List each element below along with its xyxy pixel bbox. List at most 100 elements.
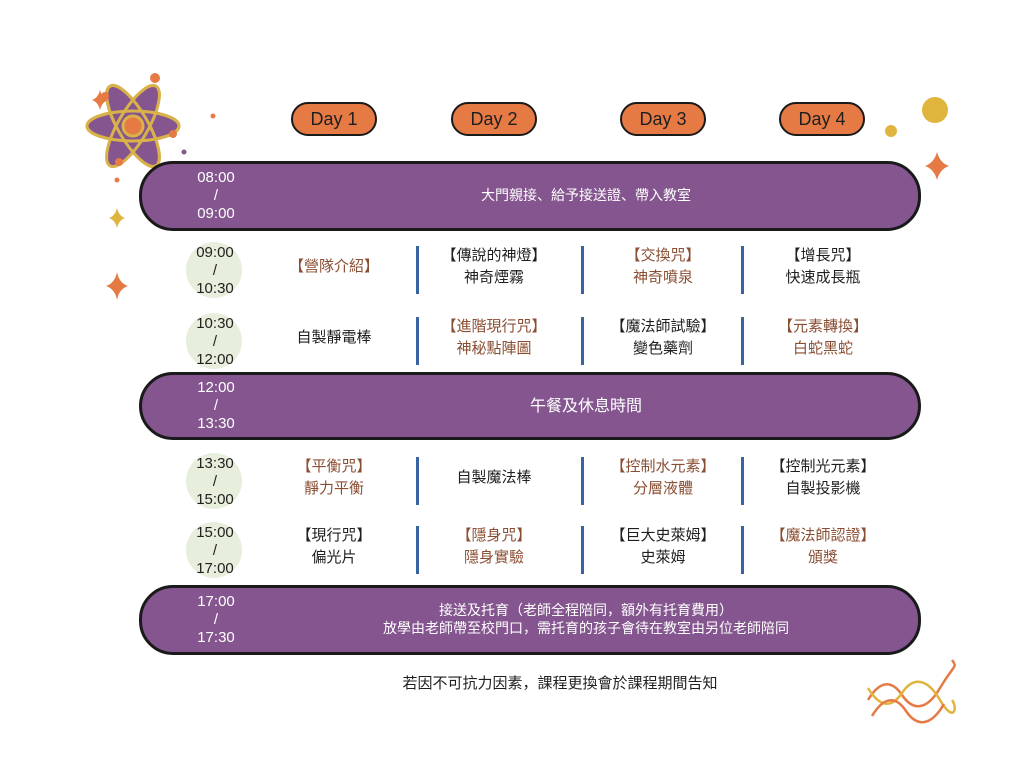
sparkle-icon: [109, 208, 125, 228]
session-row: 09:00 / 10:30 【營隊介紹】 【傳說的神燈】神奇煙霧 【交換咒】神奇…: [0, 238, 1024, 300]
band-time: 12:00 / 13:30: [197, 379, 235, 432]
day-label: Day 1: [310, 108, 358, 129]
activity-day2: 【進階現行咒】神秘點陣圖: [419, 315, 569, 359]
lunch-band: 12:00 / 13:30 午餐及休息時間: [139, 372, 921, 440]
activity-day1: 【營隊介紹】: [259, 255, 409, 277]
activity-text: 快速成長瓶: [785, 268, 861, 286]
activity-text: 【魔法師認證】: [770, 526, 876, 544]
activity-text: 偏光片: [311, 548, 357, 566]
column-divider: [416, 317, 419, 365]
activity-day3: 【巨大史萊姆】史萊姆: [588, 524, 738, 568]
sparkle-icon: [92, 90, 108, 110]
activity-day2: 【隱身咒】隱身實驗: [419, 524, 569, 568]
time-circle: [186, 242, 242, 298]
time-circle: [186, 453, 242, 509]
column-divider: [416, 246, 419, 294]
dot-icon: [181, 149, 187, 155]
atom-icon: [85, 83, 181, 169]
session-time: 13:30 / 15:00: [196, 455, 234, 508]
activity-text: 頒獎: [807, 548, 838, 566]
dismissal-band: 17:00 / 17:30 接送及托育（老師全程陪同，額外有托育費用） 放學由老…: [139, 585, 921, 655]
band-time: 17:00 / 17:30: [197, 593, 235, 646]
day-header-1: Day 1: [291, 102, 377, 136]
activity-text: 【控制光元素】: [770, 457, 876, 475]
band-text: 接送及托育（老師全程陪同，額外有托育費用） 放學由老師帶至校門口，需托育的孩子會…: [383, 603, 789, 637]
band-time: 08:00 / 09:00: [197, 169, 235, 222]
session-row: 10:30 / 12:00 自製靜電棒 【進階現行咒】神秘點陣圖 【魔法師試驗】…: [0, 309, 1024, 371]
session-time: 10:30 / 12:00: [196, 315, 234, 368]
activity-day1: 【現行咒】偏光片: [259, 524, 409, 568]
day-header-4: Day 4: [779, 102, 865, 136]
column-divider: [416, 457, 419, 505]
activity-text: 神秘點陣圖: [456, 339, 532, 357]
day-header-2: Day 2: [451, 102, 537, 136]
dot-icon: [114, 177, 120, 183]
day-label: Day 2: [470, 108, 518, 129]
day-label: Day 3: [639, 108, 687, 129]
column-divider: [741, 526, 744, 574]
activity-day2: 【傳說的神燈】神奇煙霧: [419, 244, 569, 288]
activity-day1: 【平衡咒】靜力平衡: [259, 455, 409, 499]
column-divider: [741, 317, 744, 365]
activity-text: 【平衡咒】: [296, 457, 372, 475]
day-header-3: Day 3: [620, 102, 706, 136]
column-divider: [581, 457, 584, 505]
activity-text: 【進階現行咒】: [441, 317, 547, 335]
activity-text: 自製投影機: [785, 479, 861, 497]
activity-text: 【現行咒】: [296, 526, 372, 544]
time-circle: [186, 522, 242, 578]
activity-day3: 【控制水元素】分層液體: [588, 455, 738, 499]
activity-text: 【魔法師試驗】: [610, 317, 716, 335]
activity-text: 【傳說的神燈】: [441, 246, 547, 264]
time-circle: [186, 313, 242, 369]
activity-day4: 【元素轉換】白蛇黑蛇: [748, 315, 898, 359]
dot-icon: [885, 125, 897, 137]
activity-day3: 【交換咒】神奇噴泉: [588, 244, 738, 288]
activity-text: 【巨大史萊姆】: [610, 526, 716, 544]
session-time: 15:00 / 17:00: [196, 524, 234, 577]
column-divider: [581, 526, 584, 574]
band-text: 午餐及休息時間: [529, 396, 642, 415]
activity-text: 【交換咒】: [625, 246, 701, 264]
activity-day4: 【增長咒】快速成長瓶: [748, 244, 898, 288]
activity-text: 神奇煙霧: [463, 268, 524, 286]
sparkle-icon: [925, 152, 949, 180]
activity-text: 白蛇黑蛇: [792, 339, 853, 357]
activity-text: 分層液體: [632, 479, 693, 497]
session-row: 15:00 / 17:00 【現行咒】偏光片 【隱身咒】隱身實驗 【巨大史萊姆】…: [0, 518, 1024, 580]
activity-text: 自製魔法棒: [456, 468, 532, 486]
arrival-band: 08:00 / 09:00 大門親接、給予接送證、帶入教室: [139, 161, 921, 231]
activity-day3: 【魔法師試驗】變色藥劑: [588, 315, 738, 359]
activity-day1: 自製靜電棒: [259, 326, 409, 348]
column-divider: [581, 246, 584, 294]
activity-text: 【控制水元素】: [610, 457, 716, 475]
dot-icon: [150, 73, 160, 83]
activity-day4: 【魔法師認證】頒獎: [748, 524, 898, 568]
activity-day4: 【控制光元素】自製投影機: [748, 455, 898, 499]
activity-text: 神奇噴泉: [632, 268, 693, 286]
dot-icon: [210, 113, 216, 119]
activity-text: 靜力平衡: [303, 479, 364, 497]
session-row: 13:30 / 15:00 【平衡咒】靜力平衡 自製魔法棒 【控制水元素】分層液…: [0, 449, 1024, 511]
activity-text: 隱身實驗: [463, 548, 524, 566]
column-divider: [416, 526, 419, 574]
activity-text: 史萊姆: [640, 548, 686, 566]
column-divider: [741, 246, 744, 294]
dna-helix-icon: [866, 659, 956, 724]
column-divider: [581, 317, 584, 365]
activity-text: 【元素轉換】: [777, 317, 868, 335]
sparkle-icon: [106, 272, 128, 300]
activity-day2: 自製魔法棒: [419, 466, 569, 488]
band-text: 大門親接、給予接送證、帶入教室: [481, 188, 691, 204]
activity-text: 【增長咒】: [785, 246, 861, 264]
activity-text: 【隱身咒】: [456, 526, 532, 544]
column-divider: [741, 457, 744, 505]
activity-text: 【營隊介紹】: [288, 257, 379, 275]
day-label: Day 4: [798, 108, 846, 129]
session-time: 09:00 / 10:30: [196, 244, 234, 297]
dot-icon: [922, 97, 948, 123]
activity-text: 變色藥劑: [632, 339, 693, 357]
activity-text: 自製靜電棒: [296, 328, 372, 346]
footnote: 若因不可抗力因素，課程更換會於課程期間告知: [402, 674, 718, 692]
